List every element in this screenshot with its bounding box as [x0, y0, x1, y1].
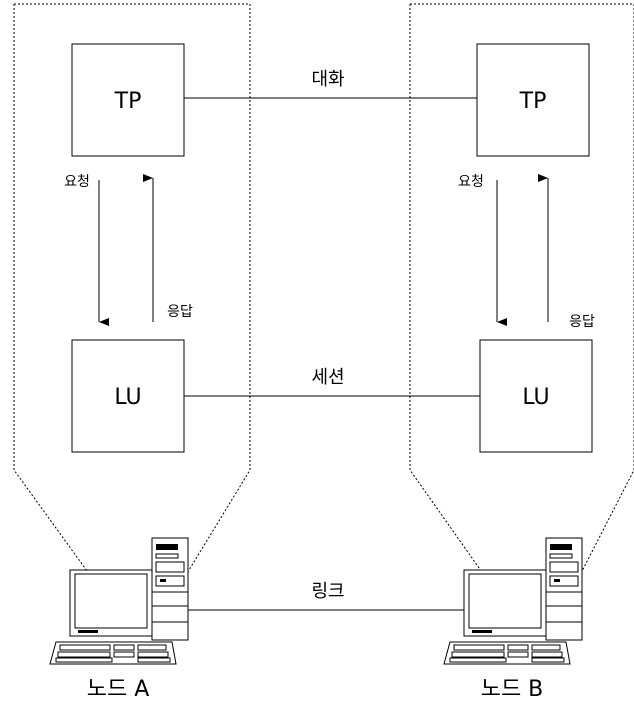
node-b: TP LU 요청 응답: [443, 43, 595, 702]
link-label: 링크: [311, 581, 344, 602]
node-b-computer-icon: [443, 537, 583, 665]
node-b-response-label: 응답: [569, 314, 595, 330]
node-b-request-label: 요청: [458, 174, 484, 190]
node-a-caption: 노드 A: [87, 677, 150, 702]
node-b-tp-label: TP: [519, 89, 547, 114]
node-a: TP LU 요청 응답: [49, 43, 193, 702]
node-b-boundary: [409, 3, 634, 576]
node-a-response-label: 응답: [167, 304, 193, 320]
session-label: 세션: [311, 367, 344, 388]
node-a-boundary: [13, 3, 251, 576]
node-a-tp-box: [71, 43, 185, 157]
node-b-lu-label: LU: [522, 385, 549, 410]
node-a-tp-label: TP: [114, 89, 142, 114]
node-a-lu-box: [71, 339, 185, 453]
node-a-computer-icon: [49, 537, 189, 665]
node-a-request-label: 요청: [64, 174, 90, 190]
node-b-caption: 노드 B: [481, 677, 544, 702]
node-b-tp-box: [476, 43, 590, 157]
conversation-label: 대화: [311, 69, 344, 90]
node-a-lu-label: LU: [114, 385, 141, 410]
node-b-lu-box: [479, 339, 593, 453]
